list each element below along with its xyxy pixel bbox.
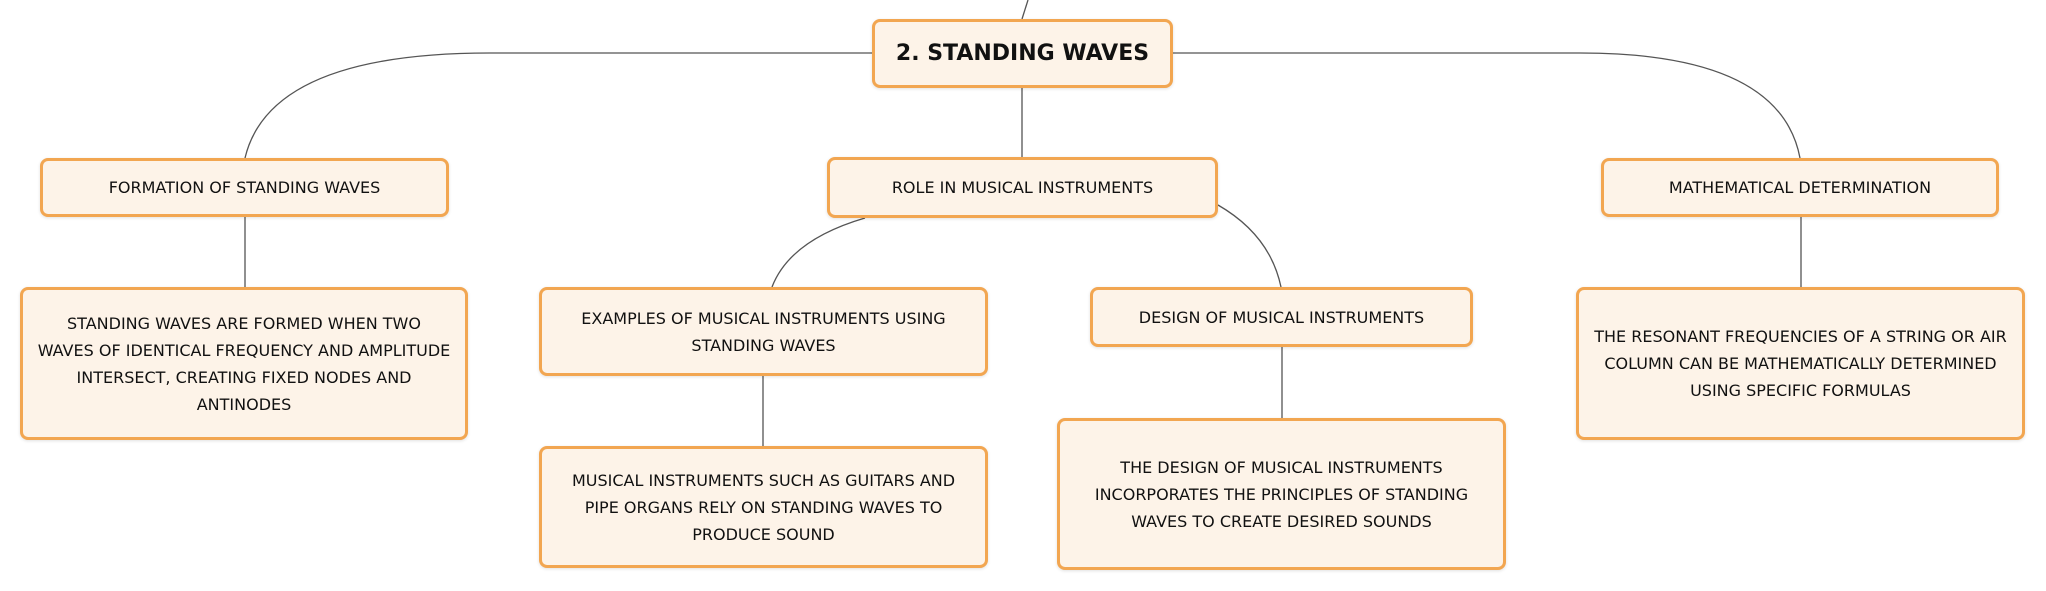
node-design[interactable]: DESIGN OF MUSICAL INSTRUMENTS [1090,287,1473,347]
connector-role-examples [771,217,866,288]
connector-root-formation [244,52,872,159]
node-math-detail[interactable]: THE RESONANT FREQUENCIES OF A STRING OR … [1576,287,2025,440]
node-label: THE DESIGN OF MUSICAL INSTRUMENTS INCORP… [1094,457,1469,531]
node-label: DESIGN OF MUSICAL INSTRUMENTS [1138,307,1425,327]
node-label: EXAMPLES OF MUSICAL INSTRUMENTS USING ST… [581,308,946,355]
connector-role-design [1217,204,1282,288]
node-label: MUSICAL INSTRUMENTS SUCH AS GUITARS AND … [571,470,956,544]
node-formation-detail[interactable]: STANDING WAVES ARE FORMED WHEN TWO WAVES… [20,287,468,440]
node-label: ROLE IN MUSICAL INSTRUMENTS [891,178,1154,197]
node-label: MATHEMATICAL DETERMINATION [1668,178,1932,197]
connector-root-math [1173,52,1801,159]
root-node[interactable]: 2. STANDING WAVES [872,19,1173,88]
node-formation[interactable]: FORMATION OF STANDING WAVES [40,158,449,217]
node-examples[interactable]: EXAMPLES OF MUSICAL INSTRUMENTS USING ST… [539,287,988,376]
connector-parent [1021,0,1029,20]
node-label: THE RESONANT FREQUENCIES OF A STRING OR … [1594,327,2007,400]
node-label: STANDING WAVES ARE FORMED WHEN TWO WAVES… [37,313,451,414]
node-examples-detail[interactable]: MUSICAL INSTRUMENTS SUCH AS GUITARS AND … [539,446,988,568]
node-design-detail[interactable]: THE DESIGN OF MUSICAL INSTRUMENTS INCORP… [1057,418,1506,570]
root-label: 2. STANDING WAVES [895,41,1150,66]
node-role[interactable]: ROLE IN MUSICAL INSTRUMENTS [827,157,1218,218]
node-math[interactable]: MATHEMATICAL DETERMINATION [1601,158,1999,217]
node-label: FORMATION OF STANDING WAVES [108,178,381,197]
